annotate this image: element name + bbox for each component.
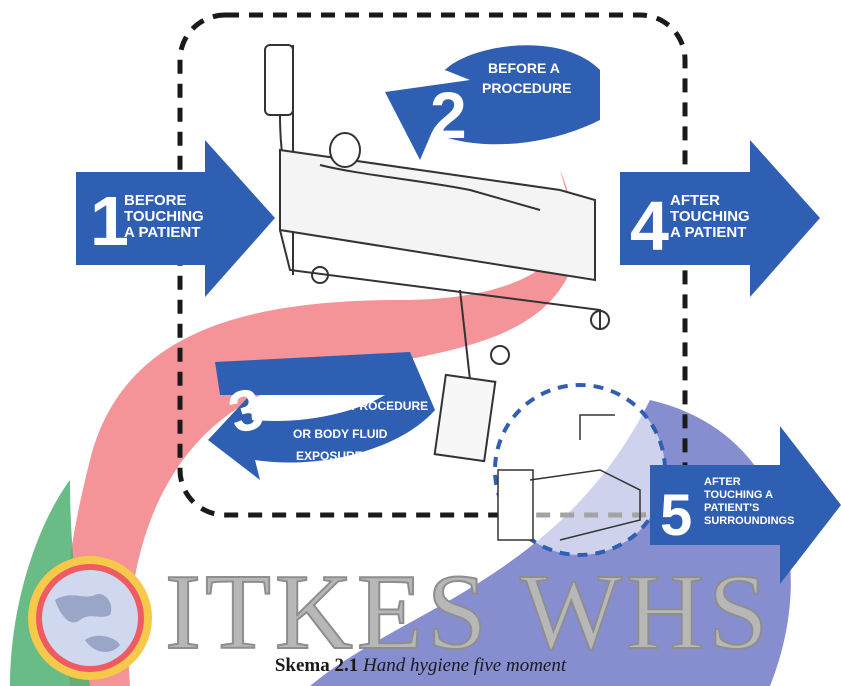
moment-3-arrow: 3 AFTER A PROCEDURE OR BODY FLUID EXPOSU… xyxy=(208,352,435,480)
moment-2-number: 2 xyxy=(430,78,467,152)
caption-title: Hand hygiene five moment xyxy=(363,655,566,676)
moment-4-number: 4 xyxy=(630,187,669,265)
figure-caption: Skema 2.1 Hand hygiene five moment xyxy=(0,655,841,677)
caption-label: Skema 2.1 xyxy=(275,655,358,676)
moment-4-arrow: 4 AFTER TOUCHING A PATIENT xyxy=(620,140,820,297)
moment-2-arrow: 2 BEFORE A PROCEDURE xyxy=(385,45,600,160)
moment-3-label: AFTER A PROCEDURE OR BODY FLUID EXPOSURE… xyxy=(293,399,431,463)
moment-5-number: 5 xyxy=(660,483,692,548)
moment-1-arrow: 1 BEFORE TOUCHING A PATIENT xyxy=(76,140,275,297)
